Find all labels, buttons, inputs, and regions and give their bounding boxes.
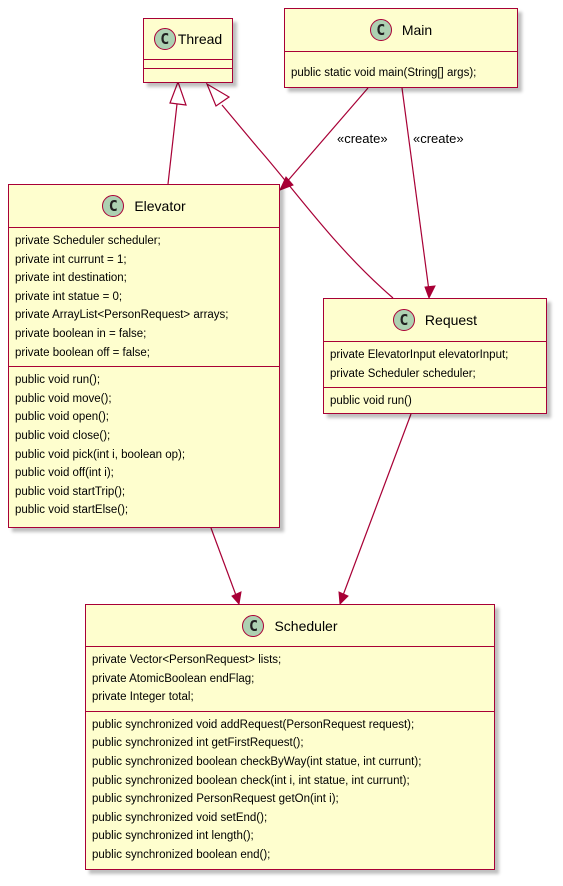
class-main-header: C Main	[285, 9, 517, 52]
class-request-methods: public void run()	[324, 387, 546, 415]
class-main-fields	[285, 52, 517, 60]
class-scheduler-name: Scheduler	[274, 617, 338, 634]
arrowhead-request-scheduler	[338, 591, 349, 606]
method: public synchronized PersonRequest getOn(…	[92, 793, 339, 806]
class-badge-icon: C	[369, 19, 392, 41]
field: private Vector<PersonRequest> lists;	[92, 654, 282, 666]
class-badge-icon: C	[392, 309, 415, 331]
class-scheduler-methods: public synchronized void addRequest(Pers…	[86, 710, 494, 869]
field: private Scheduler scheduler;	[15, 235, 161, 247]
class-elevator-methods: public void run(); public void move(); p…	[9, 366, 279, 524]
create-stereotype-label: «create»	[337, 131, 388, 146]
class-badge-icon: C	[242, 614, 265, 637]
class-thread-name: Thread	[177, 31, 223, 47]
class-thread-fields	[144, 60, 232, 68]
method: public synchronized int getFirstRequest(…	[92, 737, 304, 750]
method: public synchronized void setEnd();	[92, 811, 268, 824]
edge-request-extends-thread	[221, 104, 394, 299]
class-elevator-name: Elevator	[134, 198, 186, 214]
class-main-name: Main	[401, 22, 433, 38]
field: private int destination;	[15, 272, 127, 285]
edge-main-creates-elevator	[284, 87, 369, 185]
field: private int currunt = 1;	[15, 253, 127, 266]
class-badge-icon: C	[102, 195, 125, 217]
edge-request-scheduler	[341, 413, 412, 599]
method: public void close();	[15, 429, 111, 442]
class-scheduler: C Scheduler private Vector<PersonRequest…	[85, 604, 495, 870]
class-request-name: Request	[424, 312, 478, 328]
create-stereotype-label: «create»	[413, 131, 464, 146]
arrowhead-main-request	[424, 285, 436, 300]
field: private int statue = 0;	[15, 290, 123, 303]
method: public synchronized boolean check(int i,…	[92, 774, 410, 787]
inheritance-arrowhead-request	[205, 82, 231, 107]
method: public synchronized int length();	[92, 830, 254, 843]
field: private boolean off = false;	[15, 346, 151, 359]
class-request: C Request private ElevatorInput elevator…	[323, 298, 547, 414]
field: private boolean in = false;	[15, 327, 147, 340]
method: public void startElse();	[15, 504, 129, 517]
method: public synchronized boolean checkByWay(i…	[92, 755, 422, 768]
method: public synchronized boolean end();	[92, 848, 271, 861]
method: public static void main(String[] args);	[291, 67, 477, 79]
class-main: C Main public static void main(String[] …	[284, 8, 518, 88]
method: public void pick(int i, boolean op);	[15, 448, 186, 461]
method: public void open();	[15, 411, 109, 424]
class-badge-icon: C	[153, 28, 176, 50]
inheritance-arrowhead-elevator	[169, 80, 187, 106]
method: public void run();	[15, 374, 101, 387]
class-main-methods: public static void main(String[] args);	[285, 60, 517, 87]
edge-elevator-scheduler	[210, 527, 238, 599]
class-scheduler-fields: private Vector<PersonRequest> lists; pri…	[86, 647, 494, 711]
field: private Scheduler scheduler;	[330, 367, 476, 380]
field: private AtomicBoolean endFlag;	[92, 672, 255, 685]
method: public void move();	[15, 392, 112, 405]
method: public synchronized void addRequest(Pers…	[92, 718, 415, 731]
field: private ArrayList<PersonRequest> arrays;	[15, 309, 229, 322]
class-thread-header: C Thread	[144, 19, 232, 60]
class-request-fields: private ElevatorInput elevatorInput; pri…	[324, 342, 546, 387]
method: public void run()	[330, 395, 412, 408]
method: public void off(int i);	[15, 467, 114, 480]
class-elevator-fields: private Scheduler scheduler; private int…	[9, 228, 279, 366]
class-elevator-header: C Elevator	[9, 185, 279, 228]
class-thread-methods	[144, 68, 232, 76]
method: public void startTrip();	[15, 485, 126, 498]
edge-main-creates-request	[401, 87, 430, 292]
field: private Integer total;	[92, 691, 194, 704]
field: private ElevatorInput elevatorInput;	[330, 349, 509, 361]
arrowhead-main-elevator	[279, 176, 294, 191]
class-elevator: C Elevator private Scheduler scheduler; …	[8, 184, 280, 528]
class-scheduler-header: C Scheduler	[86, 605, 494, 647]
class-request-header: C Request	[324, 299, 546, 342]
arrowhead-elevator-scheduler	[231, 591, 242, 606]
edge-elevator-extends-thread	[167, 103, 178, 185]
class-thread: C Thread	[143, 18, 233, 83]
